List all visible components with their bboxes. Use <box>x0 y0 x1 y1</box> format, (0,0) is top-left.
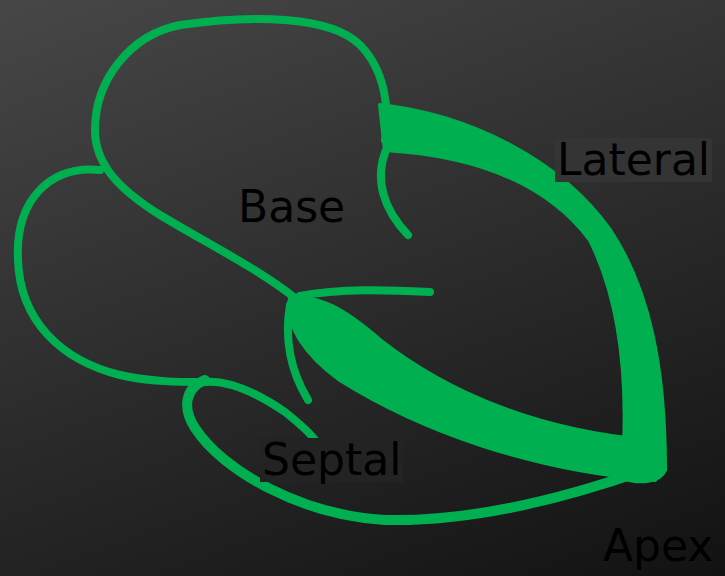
right-lobe-outline <box>18 170 205 382</box>
region-label: Septal <box>260 438 403 482</box>
region-label: Base <box>236 185 347 229</box>
region-label: Apex <box>601 524 715 568</box>
valve-line <box>300 290 430 296</box>
base-inner-line <box>381 150 408 235</box>
region-label: Lateral <box>555 138 712 182</box>
atrium-outline <box>95 19 387 298</box>
